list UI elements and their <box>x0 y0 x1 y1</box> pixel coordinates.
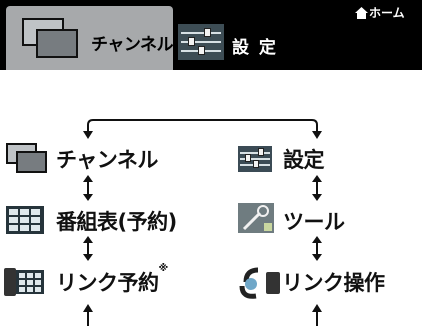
top-right-arrow <box>312 131 322 139</box>
settings-icon <box>238 146 272 172</box>
top-connector <box>87 119 318 136</box>
top-left-arrow <box>83 131 93 139</box>
program-guide-icon <box>6 206 44 234</box>
link-reservation-label: リンク予約 <box>56 271 159 295</box>
tab-channel[interactable]: チャンネル <box>6 6 174 70</box>
menu-item-tool[interactable]: ツール <box>283 210 345 234</box>
menu-item-link-reservation[interactable]: リンク予約※ <box>56 263 168 297</box>
footnote-mark: ※ <box>158 263 169 274</box>
right-arrow-2 <box>312 236 322 261</box>
home-label: ホーム <box>369 6 405 20</box>
channel-icon <box>22 18 78 58</box>
bottom-right-arrow <box>312 304 322 326</box>
link-operation-icon <box>236 264 282 300</box>
tab-channel-label: チャンネル <box>91 35 174 55</box>
home-button[interactable]: ホーム <box>355 4 405 21</box>
bottom-left-arrow <box>83 304 93 326</box>
link-reservation-icon <box>4 262 46 298</box>
left-arrow-1 <box>83 175 93 201</box>
right-arrow-1 <box>312 175 322 201</box>
menu-item-program-guide[interactable]: 番組表(予約) <box>56 210 177 234</box>
settings-icon <box>178 24 224 60</box>
tab-settings-label: 設 定 <box>232 38 278 58</box>
channel-icon <box>6 143 47 173</box>
menu-item-channel[interactable]: チャンネル <box>56 148 158 172</box>
tool-icon <box>238 203 274 233</box>
menu-item-settings[interactable]: 設定 <box>283 148 325 172</box>
menu-item-link-operation[interactable]: リンク操作 <box>282 271 385 295</box>
left-arrow-2 <box>83 236 93 261</box>
home-icon <box>355 6 368 19</box>
